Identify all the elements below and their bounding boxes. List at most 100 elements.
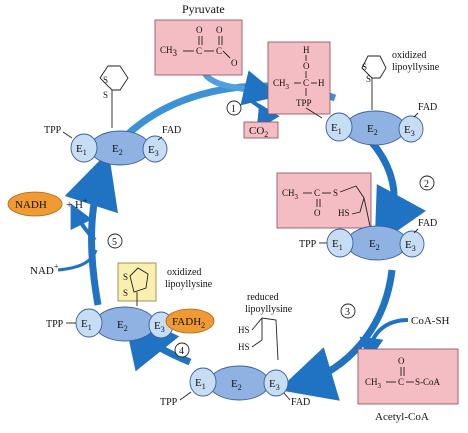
step-4-marker: 4: [174, 342, 190, 358]
acetylcoa-c: C: [398, 377, 404, 387]
e3-subunit: [263, 369, 289, 397]
oxidized-lipoyllysine-label: lipoyllysine: [165, 279, 213, 290]
bond: [157, 136, 163, 141]
fad-label: FAD: [291, 397, 310, 408]
e2-label: E2: [117, 319, 128, 333]
svg-text:4: 4: [179, 346, 184, 357]
acetyl-ch3: CH3: [282, 188, 299, 201]
hydroxyethyl-tpp-box: [267, 41, 331, 115]
e1-label: E1: [331, 122, 342, 136]
sulfur-label: S: [103, 75, 108, 85]
e3-label: E3: [405, 239, 416, 253]
co2-box: [243, 121, 279, 139]
fadh2-label: FADH2: [172, 316, 205, 330]
svg-text:5: 5: [112, 237, 117, 248]
pyruvate-c1: C: [196, 46, 202, 56]
pyruvate-o2: O: [216, 25, 223, 35]
e3-subunit: [142, 135, 168, 163]
e2-label: E2: [112, 143, 123, 157]
complex-bottom: reduced lipoyllysine HS HS E1 E2 E3 TPP …: [160, 292, 310, 408]
e3-label: E3: [269, 378, 280, 392]
sulfur-label: S: [123, 272, 128, 282]
acetylcoa-scoa: S-CoA: [415, 377, 441, 387]
pyruvate-entry-arrow: [202, 70, 280, 106]
hydroxyethyl-tpp: TPP: [296, 98, 312, 108]
fad-label: FAD: [418, 218, 437, 229]
oxidized-lipoyllysine-label: oxidized: [167, 267, 201, 278]
nadh-badge: [7, 191, 63, 217]
step-5-marker: 5: [107, 233, 123, 249]
e1-label: E1: [195, 377, 206, 391]
complex-top-right: S S oxidized lipoyllysine E1 E2 E3 FAD: [325, 50, 440, 146]
nad-label: NAD+: [30, 262, 59, 277]
pyruvate-o1: O: [196, 25, 203, 35]
e1-subunit: [70, 133, 98, 163]
e1-label: E1: [81, 318, 92, 332]
lipoyl-ring: [129, 267, 149, 306]
step-2-marker: 2: [419, 175, 435, 191]
acetyl-coa-label: Acetyl-CoA: [375, 411, 429, 423]
tpp-label: TPP: [299, 239, 317, 250]
hydroxyethyl-h-right: H: [318, 78, 325, 88]
oxidized-lipoyllysine-label: lipoyllysine: [392, 62, 440, 73]
sulfur-label: S: [366, 74, 371, 84]
e3-subunit: [398, 115, 424, 143]
cycle-arc-left: [64, 151, 119, 306]
hydroxyethyl-c: C: [303, 78, 309, 88]
svg-text:2: 2: [424, 179, 429, 190]
hydroxyethyl-ch3: CH3: [273, 78, 290, 91]
complex-middle-right: CH3 C S O HS E1 E2 E3 TPP FAD: [276, 172, 437, 261]
tpp-label: TPP: [44, 125, 62, 136]
acetyl-lipoyl-box: [276, 172, 372, 229]
co2-label: CO2: [249, 125, 268, 139]
fadh2-badge: [165, 308, 215, 334]
acetyl-hs: HS: [338, 208, 350, 218]
bond: [413, 228, 419, 234]
pyruvate-label: Pyruvate: [182, 2, 225, 16]
e3-label: E3: [148, 144, 159, 158]
pyruvate-c2: C: [216, 46, 222, 56]
pyruvate-box: [154, 19, 243, 76]
lipoyl-chain: [339, 185, 371, 227]
step-1-marker: 1: [226, 100, 242, 116]
acetyl-c: C: [314, 188, 320, 198]
svg-text:1: 1: [231, 104, 236, 115]
hydroxyethyl-o: O: [303, 61, 310, 71]
hs-label: HS: [238, 325, 250, 335]
e2-label: E2: [369, 238, 380, 252]
lipoyl-chain: [251, 317, 279, 361]
acetylcoa-o: O: [398, 356, 405, 366]
complex-top-left: S S E1 E2 E3 TPP FAD: [44, 65, 181, 166]
reduced-lipoyllysine-label: reduced: [247, 292, 279, 303]
bond: [413, 112, 419, 118]
acetyl-s: S: [333, 188, 338, 198]
lipoyl-ring: [361, 55, 387, 110]
bond: [283, 392, 291, 401]
tpp-label: TPP: [46, 319, 64, 330]
e1-label: E1: [76, 143, 87, 157]
plus-h-label: + H+: [66, 196, 88, 211]
e1-subunit: [189, 367, 217, 397]
bond: [179, 391, 192, 401]
co2-release-arrow: [248, 98, 280, 131]
tpp-label: TPP: [160, 397, 178, 408]
e2-label: E2: [367, 123, 378, 137]
e3-label: E3: [154, 320, 165, 334]
fad-label: FAD: [162, 125, 181, 136]
nadh-label: NADH: [15, 199, 47, 211]
coa-sh-label: CoA-SH: [411, 315, 450, 327]
bond: [222, 50, 231, 59]
nad-connector: [57, 249, 98, 272]
pyruvate-ominus: O: [231, 58, 238, 68]
sulfur-label: S: [123, 288, 128, 298]
complex-left-lower: S S oxidized lipoyllysine E1 E2 E3 TPP F…: [46, 262, 215, 342]
step-3-marker: 3: [340, 303, 356, 319]
acetylcoa-ch3: CH3: [365, 377, 382, 390]
hydroxyethyl-h-top: H: [303, 45, 310, 55]
oxidized-lipoyllysine-label: oxidized: [392, 50, 426, 61]
acetyl-o: O: [314, 208, 321, 218]
nad-to-nadh-arrow: [70, 203, 97, 242]
pyruvate-ch3: CH3: [160, 45, 178, 58]
sulfur-label: S: [362, 62, 367, 72]
